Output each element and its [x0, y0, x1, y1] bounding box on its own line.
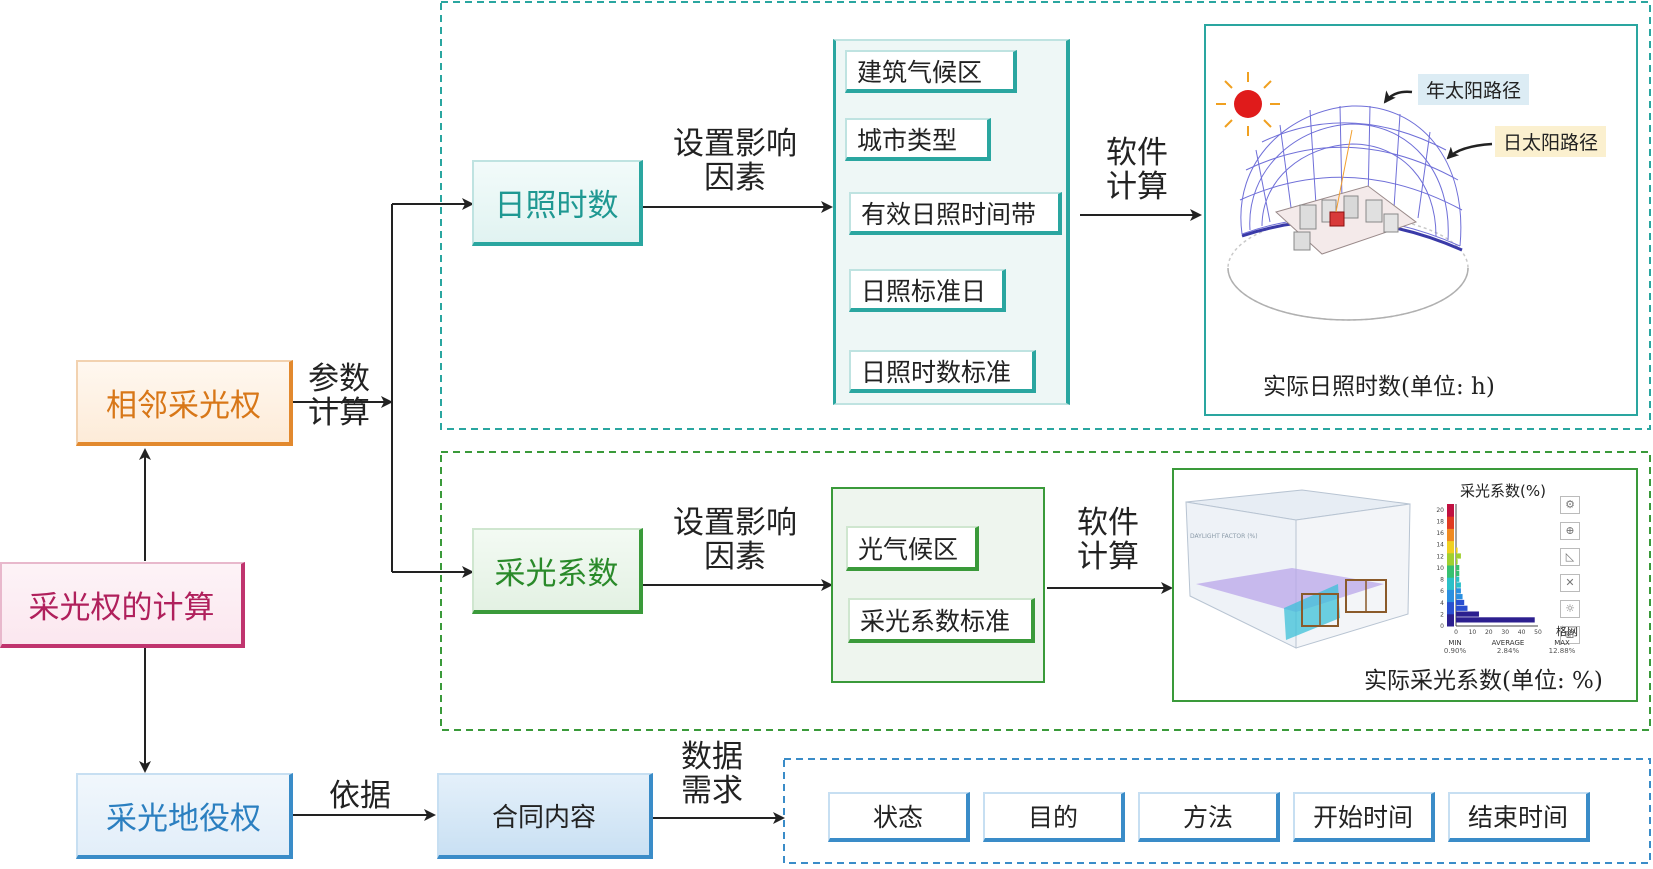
stat-max-label: MAX — [1554, 639, 1570, 647]
data-need-label: 数据 需求 — [676, 740, 748, 808]
easement-node[interactable]: 采光地役权 — [76, 773, 293, 859]
grid-label: 格网 — [1556, 625, 1578, 638]
day-path-label: 日太阳路径 — [1495, 126, 1607, 157]
daylight-result-caption: 实际采光系数(单位: %) — [1364, 668, 1603, 694]
factor-light-climate-zone[interactable]: 光气候区 — [846, 526, 979, 571]
sunshine-software-line2: 计算 — [1106, 169, 1168, 205]
daylight-group-frame — [440, 451, 1651, 731]
factor-daylight-standard[interactable]: 采光系数标准 — [848, 598, 1035, 643]
stat-min-value: 0.90% — [1443, 647, 1467, 655]
field-method[interactable]: 方法 — [1138, 792, 1280, 842]
stat-average: AVERAGE 2.84% — [1480, 639, 1536, 655]
contract-label: 合同内容 — [491, 802, 596, 833]
sun-setting-icon[interactable]: ☼ — [1560, 600, 1580, 618]
daylight-set-factors-line2: 因素 — [704, 539, 766, 575]
adjacent-label: 相邻采光权 — [106, 387, 261, 424]
target-icon[interactable]: ⊕ — [1560, 522, 1580, 540]
param-calc-line1: 参数 — [308, 361, 370, 397]
data-need-line1: 数据 — [681, 739, 743, 775]
data-need-line2: 需求 — [681, 773, 743, 809]
settings-icon[interactable]: ⚙ — [1560, 496, 1580, 514]
basis-label: 依据 — [329, 778, 391, 814]
stat-min-label: MIN — [1448, 639, 1462, 647]
grid-icon[interactable]: ⊞ — [1560, 626, 1580, 644]
root-label: 采光权的计算 — [28, 589, 215, 626]
stat-min: MIN 0.90% — [1440, 639, 1470, 655]
sunshine-group-frame — [440, 1, 1651, 430]
stat-average-value: 2.84% — [1496, 647, 1520, 655]
factor-standard-day[interactable]: 日照标准日 — [849, 269, 1006, 312]
sunshine-label: 日照时数 — [494, 187, 619, 224]
field-start-time[interactable]: 开始时间 — [1293, 792, 1435, 842]
chart-side-toolbar: ⚙ ⊕ ◺ ✕ ☼ ⊞ — [1560, 496, 1582, 644]
factor-hours-standard[interactable]: 日照时数标准 — [849, 350, 1036, 393]
sunshine-software-line1: 软件 — [1106, 135, 1168, 171]
easement-label: 采光地役权 — [106, 800, 261, 837]
sunshine-result-caption: 实际日照时数(单位: h) — [1263, 374, 1495, 400]
chart-title: 采光系数(%) — [1460, 482, 1546, 500]
daylight-node[interactable]: 采光系数 — [472, 528, 643, 614]
daylight-software-line2: 计算 — [1077, 539, 1139, 575]
contract-node[interactable]: 合同内容 — [437, 773, 653, 859]
sunshine-node[interactable]: 日照时数 — [472, 160, 643, 246]
daylight-software-label: 软件 计算 — [1072, 506, 1144, 574]
sunshine-software-label: 软件 计算 — [1101, 136, 1173, 204]
param-calc-line2: 计算 — [308, 395, 370, 431]
field-purpose[interactable]: 目的 — [983, 792, 1125, 842]
stat-max-value: 12.88% — [1548, 647, 1576, 655]
field-status[interactable]: 状态 — [828, 792, 970, 842]
daylight-set-factors-line1: 设置影响 — [673, 505, 797, 541]
model-tag: DAYLIGHT FACTOR (%) — [1190, 533, 1258, 540]
stat-max: MAX 12.88% — [1544, 639, 1580, 655]
stat-average-label: AVERAGE — [1491, 639, 1525, 647]
sunshine-set-factors-line1: 设置影响 — [673, 126, 797, 162]
year-path-label: 年太阳路径 — [1418, 74, 1530, 105]
root-node[interactable]: 采光权的计算 — [0, 562, 245, 648]
factor-city-type[interactable]: 城市类型 — [845, 118, 991, 161]
chart-stats: MIN 0.90% AVERAGE 2.84% MAX 12.88% — [1440, 639, 1580, 661]
daylight-set-factors-label: 设置影响 因素 — [665, 506, 805, 574]
factor-climate-zone[interactable]: 建筑气候区 — [845, 50, 1017, 93]
sunshine-set-factors-line2: 因素 — [704, 160, 766, 196]
fields-group-frame — [783, 758, 1651, 864]
measure-icon[interactable]: ◺ — [1560, 548, 1580, 566]
param-calc-label: 参数 计算 — [303, 362, 375, 430]
close-icon[interactable]: ✕ — [1560, 574, 1580, 592]
field-end-time[interactable]: 结束时间 — [1448, 792, 1590, 842]
daylight-factors-panel — [831, 487, 1045, 683]
sunshine-set-factors-label: 设置影响 因素 — [665, 127, 805, 195]
daylight-software-line1: 软件 — [1077, 505, 1139, 541]
daylight-label: 采光系数 — [494, 555, 619, 592]
factor-effective-time-band[interactable]: 有效日照时间带 — [849, 192, 1062, 235]
adjacent-node[interactable]: 相邻采光权 — [76, 360, 293, 446]
